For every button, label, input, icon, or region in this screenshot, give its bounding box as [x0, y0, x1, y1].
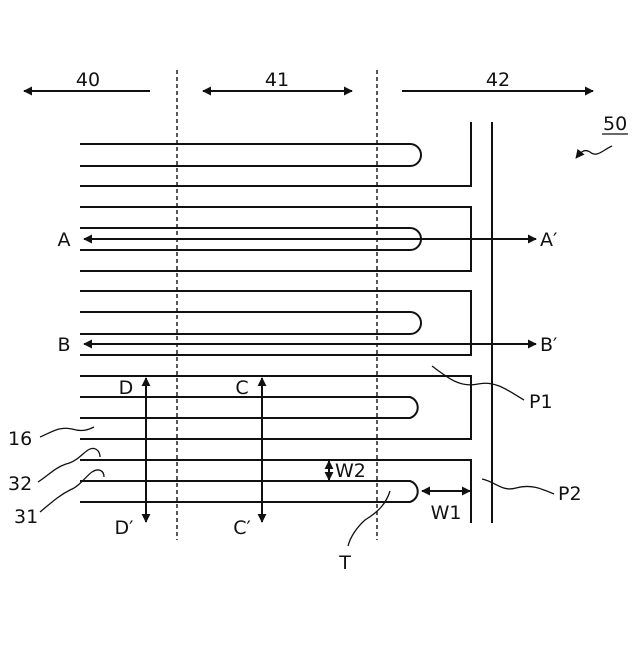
leader-16: [40, 427, 94, 437]
leader-p1: [432, 366, 524, 400]
label-31: 31: [14, 506, 38, 528]
leader-32: [38, 448, 100, 482]
label-32: 32: [8, 473, 32, 495]
outer-electrode: [80, 376, 471, 439]
section-label-c-prime: C′: [233, 517, 251, 539]
outer-electrode: [80, 122, 471, 186]
label-w2: W2: [335, 460, 366, 482]
inner-electrode: [80, 144, 421, 166]
inner-electrode: [80, 397, 418, 418]
section-label-a: A: [58, 229, 71, 251]
ref-label-50: 50: [603, 113, 627, 135]
electrode-group-3: [80, 291, 471, 355]
label-16: 16: [8, 428, 32, 450]
leader-31: [40, 470, 104, 512]
leader-t: [348, 491, 390, 546]
section-label-a-prime: A′: [540, 229, 557, 251]
section-label-d-prime: D′: [115, 517, 134, 539]
outer-electrode: [80, 291, 471, 355]
electrode-group-1: [80, 122, 471, 186]
ref-leader-50: [576, 146, 612, 158]
section-label-d: D: [119, 377, 134, 399]
section-label-b: B: [57, 334, 70, 356]
label-p1: P1: [529, 391, 553, 413]
region-42-label: 42: [486, 69, 510, 91]
label-p2: P2: [558, 483, 582, 505]
outer-electrode: [80, 460, 471, 523]
label-w1: W1: [431, 502, 462, 524]
region-41-label: 41: [265, 69, 289, 91]
label-t: T: [338, 552, 351, 574]
section-label-b-prime: B′: [540, 334, 557, 356]
electrode-group-5: [80, 460, 471, 523]
electrode-group-4: [80, 376, 471, 439]
inner-electrode: [80, 312, 421, 334]
section-label-c: C: [235, 377, 248, 399]
inner-electrode: [80, 481, 418, 502]
region-40-label: 40: [76, 69, 100, 91]
